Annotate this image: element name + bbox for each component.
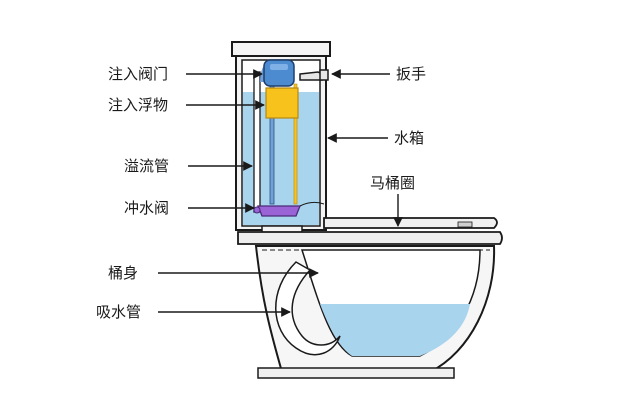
bowl-base xyxy=(257,367,455,379)
float xyxy=(265,87,299,119)
flush-valve xyxy=(253,201,325,217)
flush-handle xyxy=(299,71,323,81)
siphon-trap xyxy=(275,261,341,356)
label-seat: 马桶圈 xyxy=(370,174,415,192)
label-handle: 扳手 xyxy=(396,65,426,83)
inlet-valve xyxy=(263,59,295,87)
label-overflow-tube: 溢流管 xyxy=(124,157,169,175)
fill-valve-shaft-2 xyxy=(293,83,298,205)
toilet-bowl xyxy=(254,245,496,379)
label-bowl: 桶身 xyxy=(108,264,138,282)
label-tank: 水箱 xyxy=(394,129,424,147)
label-siphon: 吸水管 xyxy=(96,303,141,321)
label-float: 注入浮物 xyxy=(108,96,168,114)
label-flush-valve: 冲水阀 xyxy=(124,199,169,217)
handle-knob xyxy=(319,69,329,81)
overflow-tube xyxy=(253,71,261,213)
bowl-water xyxy=(320,304,470,356)
label-inlet-valve: 注入阀门 xyxy=(108,65,168,83)
tank-lid xyxy=(231,41,331,57)
toilet-seat xyxy=(237,217,503,245)
